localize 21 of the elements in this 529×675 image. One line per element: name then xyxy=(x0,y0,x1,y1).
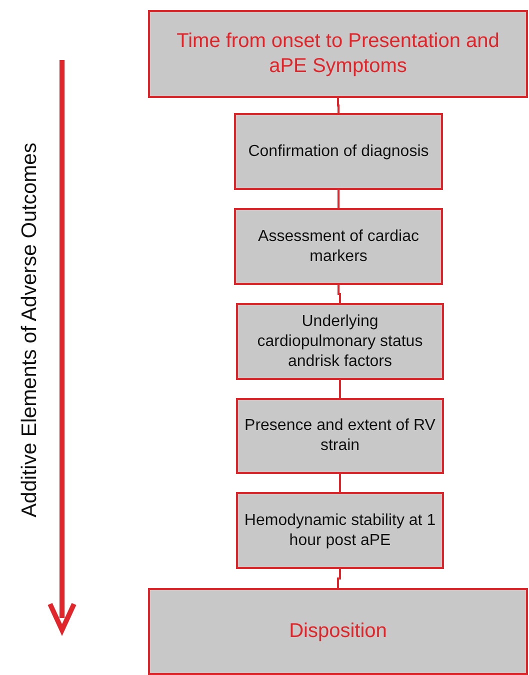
connector-line xyxy=(338,285,341,303)
box-label: Hemodynamic stability at 1 hour post aPE xyxy=(244,510,436,550)
connector-line xyxy=(339,380,341,398)
box-label: Confirmation of diagnosis xyxy=(248,142,429,162)
process-box xyxy=(236,492,444,569)
connector-line xyxy=(338,190,340,208)
box-label: Underlying cardiopulmonary status andrisk factors xyxy=(256,312,424,372)
process-box xyxy=(234,113,443,190)
connector-line xyxy=(337,98,340,113)
box-label: Time from onset to Presentation and aPE Symptoms xyxy=(176,29,500,79)
box-label: Presence and extent of RV strain xyxy=(244,416,436,456)
process-box xyxy=(148,588,528,675)
axis-label: Additive Elements of Adverse Outcomes xyxy=(18,142,42,518)
process-box xyxy=(236,303,444,380)
connector-line xyxy=(339,474,341,492)
process-box xyxy=(234,208,443,285)
box-label: Assessment of cardiac markers xyxy=(257,226,420,266)
connector-line xyxy=(337,569,341,588)
process-box xyxy=(148,10,528,98)
process-box xyxy=(236,398,444,474)
box-label: Disposition xyxy=(289,619,387,644)
